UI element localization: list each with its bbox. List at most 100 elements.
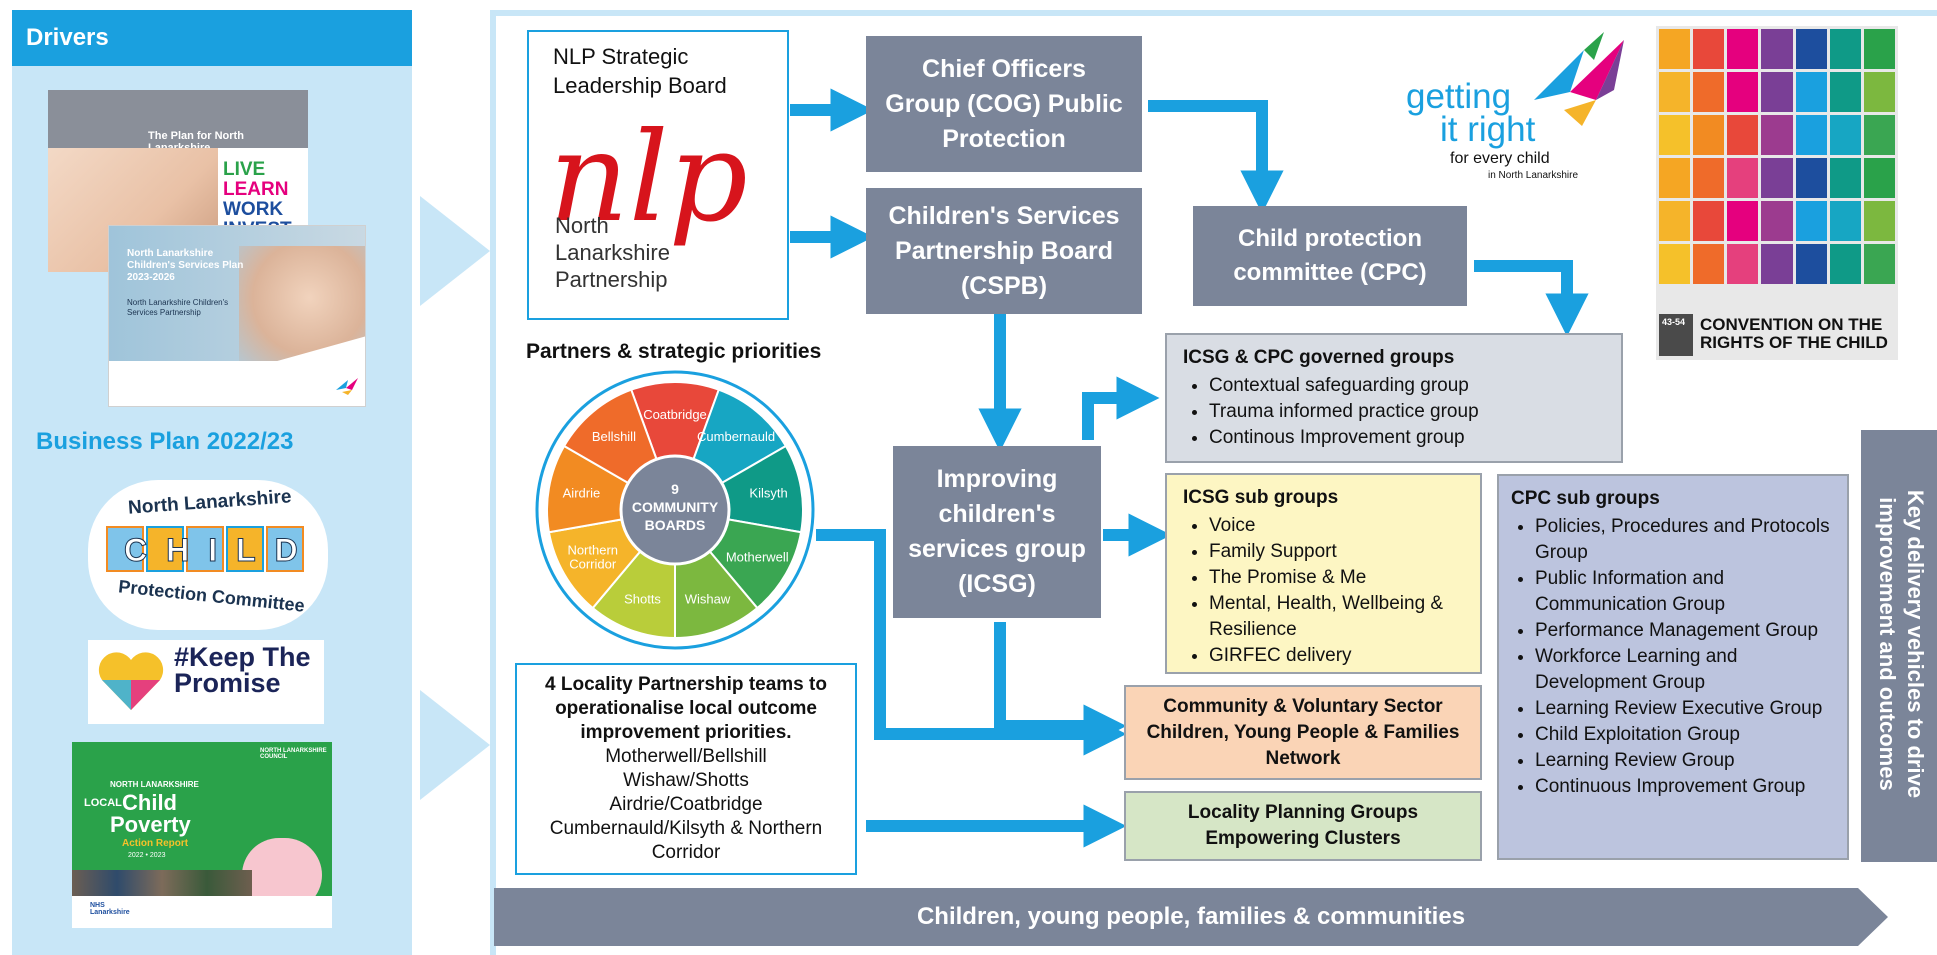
icsg-label: Improving children's services group (ICS…	[908, 465, 1086, 598]
cog-box: Chief Officers Group (COG) Public Protec…	[866, 36, 1142, 172]
cpc-sub-item: Continuous Improvement Group	[1535, 774, 1835, 800]
plan-word-work: WORK	[223, 199, 284, 220]
icsg-sub-item: The Promise & Me	[1209, 565, 1464, 591]
poverty-council: NORTH LANARKSHIRE COUNCIL	[260, 748, 327, 760]
plan-word-live: LIVE	[223, 159, 266, 180]
rights-icons-grid	[1659, 29, 1895, 284]
wheel-label: Cumbernauld	[697, 429, 775, 444]
poverty-years: 2022 • 2023	[128, 852, 166, 859]
cpc-logo-word: CHILD	[124, 532, 317, 569]
drivers-heading: Drivers	[12, 10, 412, 66]
csp-subtitle: North Lanarkshire Children's Services Pa…	[127, 298, 229, 317]
wheel-label: Shotts	[624, 591, 661, 606]
bottom-banner-text: Children, young people, families & commu…	[916, 903, 1466, 930]
gir-line2: it right	[1440, 110, 1536, 149]
cpc-block-d	[266, 526, 304, 572]
locality-planning-label: Locality Planning Groups Empowering Clus…	[1187, 802, 1419, 849]
driver-arrow-bottom	[420, 690, 490, 800]
gir-line1: getting	[1406, 77, 1512, 116]
locality-partnership-box: 4 Locality Partnership teams to operatio…	[515, 663, 857, 875]
locality-line: Wishaw/Shotts	[623, 770, 749, 791]
community-voluntary-label: Community & Voluntary Sector Children, Y…	[1146, 695, 1460, 769]
gir-bird-small-icon	[336, 378, 358, 395]
uncrc-poster: 43-54 CONVENTION ON THE RIGHTS OF THE CH…	[1656, 26, 1898, 360]
cpc-sub-item: Workforce Learning and Development Group	[1535, 644, 1835, 696]
governed-item: Contextual safeguarding group	[1209, 373, 1605, 399]
csp-title: North Lanarkshire Children's Services Pl…	[127, 248, 244, 283]
governed-item: Continous Improvement group	[1209, 425, 1605, 451]
key-delivery-banner: Key delivery vehicles to drive improveme…	[1861, 430, 1937, 862]
driver-arrow-top	[420, 196, 490, 306]
cpc-block-i	[186, 526, 224, 572]
childrens-services-plan-thumbnail: North Lanarkshire Children's Services Pl…	[108, 225, 366, 407]
poverty-title-poverty: Poverty	[110, 812, 191, 837]
icsg-sub-item: Mental, Health, Wellbeing & Resilience	[1209, 591, 1464, 643]
cpc-label: Child protection committee (CPC)	[1233, 225, 1427, 286]
wheel-label: Northern	[567, 543, 618, 558]
partners-heading: Partners & strategic priorities	[526, 340, 822, 363]
nlp-logo-line3: Partnership	[555, 267, 668, 292]
child-photo	[239, 246, 365, 361]
cpc-sub-item: Performance Management Group	[1535, 618, 1835, 644]
cpc-sub-item: Public Information and Communication Gro…	[1535, 566, 1835, 618]
locality-planning-box: Locality Planning Groups Empowering Clus…	[1124, 791, 1482, 861]
cpc-sub-item: Learning Review Executive Group	[1535, 696, 1835, 722]
heart-icon	[98, 652, 164, 710]
icsg-sub-groups-box: ICSG sub groups Voice Family Support The…	[1165, 473, 1482, 674]
icsg-sub-item: Family Support	[1209, 539, 1464, 565]
gir-line3: for every child	[1450, 150, 1550, 167]
locality-line: Airdrie/Coatbridge	[609, 794, 763, 815]
wheel-label: Motherwell	[726, 550, 789, 565]
wheel-center	[619, 454, 731, 566]
locality-line: Cumbernauld/Kilsyth & Northern Corridor	[549, 818, 823, 863]
community-boards-wheel: CoatbridgeCumbernauldKilsythMotherwellWi…	[535, 370, 815, 650]
poverty-photo-strip	[72, 870, 252, 896]
community-voluntary-box: Community & Voluntary Sector Children, Y…	[1124, 685, 1482, 780]
wheel-center-line3: BOARDS	[645, 517, 706, 533]
getting-it-right-logo: getting it right for every child in Nort…	[1404, 30, 1644, 190]
promise-text: #Keep The Promise	[174, 642, 311, 698]
cspb-label: Children's Services Partnership Board (C…	[888, 201, 1120, 300]
poverty-nhs: NHS Lanarkshire	[90, 902, 130, 916]
locality-line: Motherwell/Bellshill	[605, 746, 767, 767]
bottom-banner-arrow	[494, 888, 1888, 946]
poverty-local: LOCAL	[84, 797, 122, 809]
icsg-sub-item: GIRFEC delivery	[1209, 643, 1464, 669]
business-plan-title: Business Plan 2022/23	[36, 428, 294, 455]
icsg-sub-item: Voice	[1209, 513, 1464, 539]
cpc-block-l	[226, 526, 264, 572]
gir-bird-icon	[1534, 32, 1624, 126]
wheel-label: Bellshill	[592, 429, 636, 444]
cpc-sub-item: Policies, Procedures and Protocols Group	[1535, 514, 1835, 566]
wheel-label: Wishaw	[685, 591, 731, 606]
nlp-logo-line2: Lanarkshire	[555, 240, 670, 265]
wheel-label: Kilsyth	[749, 486, 787, 501]
nlp-board-title: NLP Strategic Leadership Board	[553, 44, 727, 98]
nlp-board-box: NLP Strategic Leadership Board nlp North…	[527, 30, 789, 320]
wheel-label: Airdrie	[563, 486, 601, 501]
cpc-logo: North Lanarkshire CHILD Protection Commi…	[88, 480, 328, 630]
wheel-label: Coatbridge	[643, 407, 707, 422]
nlp-logo-line1: North	[555, 213, 609, 238]
wheel-label: Corridor	[569, 557, 617, 572]
cspb-box: Children's Services Partnership Board (C…	[866, 188, 1142, 314]
cpc-sub-item: Child Exploitation Group	[1535, 722, 1835, 748]
icsg-box: Improving children's services group (ICS…	[893, 446, 1101, 618]
poverty-title-action: Action Report	[122, 838, 189, 849]
cpc-sub-title: CPC sub groups	[1511, 488, 1660, 509]
poverty-top: NORTH LANARKSHIRE	[110, 780, 199, 789]
cpc-sub-item: Learning Review Group	[1535, 748, 1835, 774]
cpc-block-h	[146, 526, 184, 572]
cpc-box: Child protection committee (CPC)	[1193, 206, 1467, 306]
icsg-cpc-governed-box: ICSG & CPC governed groups Contextual sa…	[1165, 333, 1623, 463]
key-delivery-text: Key delivery vehicles to drive improveme…	[1875, 489, 1928, 799]
uncrc-range: 43-54	[1662, 317, 1686, 327]
wheel-center-line2: COMMUNITY	[632, 499, 719, 515]
cpc-block-c	[106, 526, 144, 572]
child-poverty-report-thumbnail: NORTH LANARKSHIRE COUNCIL NORTH LANARKSH…	[72, 742, 332, 928]
wheel-center-line1: 9	[671, 481, 679, 497]
nlp-logo-text: nlp	[549, 106, 748, 250]
uncrc-caption: CONVENTION ON THE RIGHTS OF THE CHILD	[1700, 315, 1888, 352]
cog-label: Chief Officers Group (COG) Public Protec…	[885, 54, 1123, 153]
